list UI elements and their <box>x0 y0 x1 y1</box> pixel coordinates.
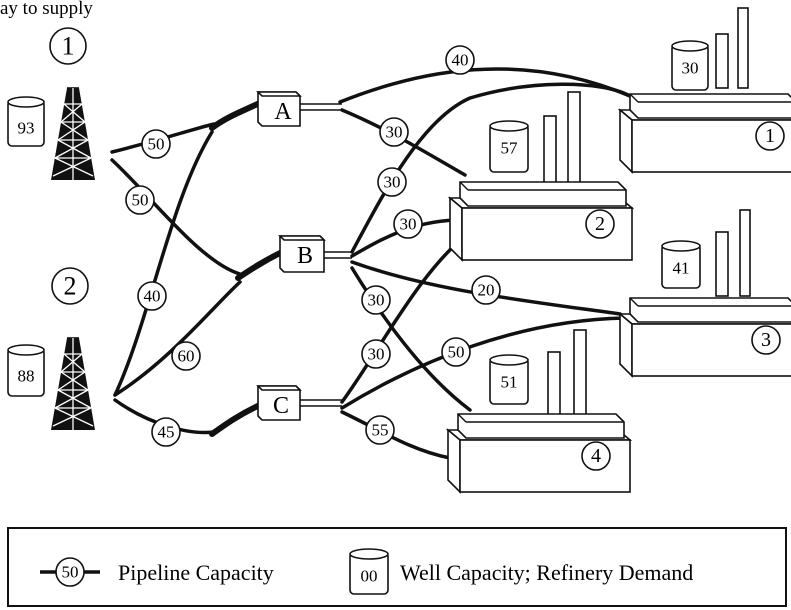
capacity-well1-a: 50 <box>141 129 171 159</box>
capacity-b-r3: 20 <box>471 275 501 305</box>
capacity-well1-b: 50 <box>125 185 155 215</box>
refinery-2-label-circle <box>585 209 615 239</box>
svg-text:30: 30 <box>386 123 403 142</box>
capacity-a-r2: 30 <box>379 117 409 147</box>
svg-text:93: 93 <box>18 119 35 138</box>
pipeline-well1-a <box>110 122 216 154</box>
capacity-a-r1: 40 <box>445 45 475 75</box>
junction-a: A <box>209 91 342 131</box>
junction-b-label: B <box>297 243 313 269</box>
refinery-2-tank-icon: 57 <box>489 120 529 173</box>
legend-tank-label: Well Capacity; Refinery Demand <box>400 560 693 585</box>
svg-text:55: 55 <box>372 421 389 440</box>
svg-text:50: 50 <box>148 135 165 154</box>
top-fragment-text: ay to supply <box>0 0 93 19</box>
refinery-3: 41 3 <box>619 209 791 377</box>
svg-text:20: 20 <box>478 281 495 300</box>
svg-text:51: 51 <box>501 373 518 392</box>
svg-text:50: 50 <box>132 191 149 210</box>
well-2: 2 88 <box>7 267 96 431</box>
junction-c: C <box>209 385 342 437</box>
legend-tank-icon: 00 <box>349 548 389 595</box>
svg-text:57: 57 <box>501 139 519 158</box>
refinery-4-tank-icon: 51 <box>489 354 529 405</box>
junction-c-label: C <box>273 393 289 419</box>
pipeline-well2-a <box>113 130 214 397</box>
refinery-4-label: 4 <box>591 445 601 467</box>
well-1-label: 1 <box>62 32 75 61</box>
refinery-1: 30 1 <box>619 7 791 173</box>
well-1: 1 93 <box>7 27 96 181</box>
well-2-tank-icon: 88 <box>7 344 45 397</box>
legend: 50 Pipeline Capacity 00 Well Capacity; R… <box>7 527 787 607</box>
pipeline-a-r1 <box>338 67 632 104</box>
svg-text:30: 30 <box>682 59 699 78</box>
junction-b: B <box>235 235 352 281</box>
svg-text:60: 60 <box>178 347 195 366</box>
svg-text:30: 30 <box>368 291 385 310</box>
pipeline-c-r2 <box>340 230 472 404</box>
pipeline-b-r1 <box>350 82 632 254</box>
svg-text:40: 40 <box>144 287 161 306</box>
refinery-1-label-circle <box>755 121 785 151</box>
svg-text:88: 88 <box>18 367 35 386</box>
refinery-3-tank-icon: 41 <box>661 240 701 289</box>
svg-text:50: 50 <box>62 563 79 582</box>
legend-pipe-sample: 50 <box>40 557 100 587</box>
well-1-tank-icon: 93 <box>7 96 45 147</box>
svg-text:41: 41 <box>673 259 690 278</box>
refinery-3-label: 3 <box>761 329 771 351</box>
svg-text:45: 45 <box>158 423 175 442</box>
pipeline-well2-b <box>113 280 242 397</box>
capacity-well2-c: 45 <box>151 417 181 447</box>
capacity-well2-a: 40 <box>137 281 167 311</box>
svg-text:30: 30 <box>400 215 417 234</box>
pipeline-capacity-labels: 50 50 40 60 45 40 30 30 <box>125 45 501 447</box>
svg-text:00: 00 <box>361 567 378 586</box>
svg-text:30: 30 <box>368 345 385 364</box>
refinery-4-label-circle <box>581 441 611 471</box>
svg-text:50: 50 <box>448 343 465 362</box>
pipeline-a-r2 <box>340 108 467 177</box>
capacity-c-r3: 50 <box>441 337 471 367</box>
pipeline-well1-b <box>110 158 242 276</box>
refinery-4: 51 4 <box>447 329 631 493</box>
capacity-c-r4: 55 <box>365 415 395 445</box>
capacity-c-r2: 30 <box>361 339 391 369</box>
well-2-label-circle <box>51 267 89 305</box>
refinery-2-label: 2 <box>595 213 605 235</box>
pipeline-c-r3 <box>340 316 627 410</box>
legend-box <box>7 527 787 607</box>
pipeline-c-r4 <box>340 410 452 460</box>
refinery-2: 57 2 <box>449 91 633 261</box>
capacity-b-r1: 30 <box>377 167 407 197</box>
junction-a-label: A <box>274 99 292 125</box>
well-2-label: 2 <box>64 272 77 301</box>
legend-pipe-label: Pipeline Capacity <box>118 560 274 585</box>
capacity-b-r2: 30 <box>393 209 423 239</box>
capacity-well2-b: 60 <box>171 341 201 371</box>
refinery-1-label: 1 <box>765 125 775 147</box>
svg-text:40: 40 <box>452 51 469 70</box>
capacity-b-r4: 30 <box>361 285 391 315</box>
svg-text:30: 30 <box>384 173 401 192</box>
refinery-3-label-circle <box>751 325 781 355</box>
well-1-label-circle <box>49 27 87 65</box>
refinery-1-tank-icon: 30 <box>671 40 709 91</box>
